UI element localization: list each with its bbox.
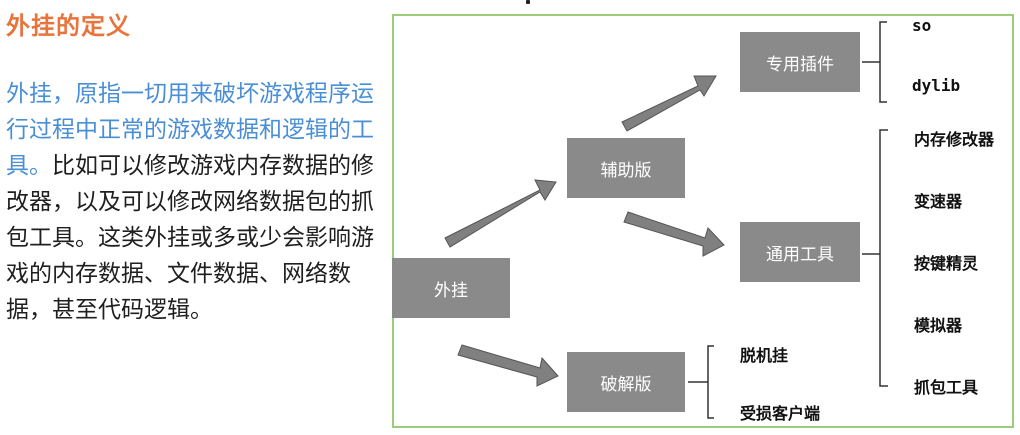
- leaf-dylib: dylib: [912, 76, 961, 95]
- definition-highlight: 外挂，原指一切用来破坏游戏程序运行过程中正常的游戏数据和逻辑的工具。: [6, 81, 374, 179]
- leaf-speed-changer: 变速器: [914, 192, 963, 211]
- arrow-assist-to-special: [621, 75, 717, 132]
- node-special-plugin: 专用插件: [740, 32, 860, 92]
- leaf-emulator: 模拟器: [914, 316, 963, 335]
- node-root: 外挂: [392, 258, 510, 318]
- leaf-packet-capture: 抓包工具: [914, 378, 979, 397]
- bracket-general: [879, 129, 888, 387]
- bracket-special: [879, 21, 887, 103]
- node-crack: 破解版: [567, 352, 685, 412]
- page-title: 外挂的定义: [6, 12, 131, 40]
- node-assist: 辅助版: [567, 138, 685, 198]
- arrow-root-to-assist: [444, 179, 557, 248]
- definition-rest: 比如可以修改游戏内存数据的修改器，以及可以修改网络数据包的抓包工具。这类外挂或多…: [6, 153, 374, 323]
- definition-text: 外挂，原指一切用来破坏游戏程序运行过程中正常的游戏数据和逻辑的工具。比如可以修改…: [6, 76, 376, 328]
- leaf-offline-cheat: 脱机挂: [740, 346, 789, 365]
- node-general-tool: 通用工具: [740, 222, 860, 282]
- arrow-assist-to-general: [623, 211, 725, 257]
- bracket-crack: [707, 345, 714, 419]
- leaf-macro-tool: 按键精灵: [914, 254, 979, 273]
- leaf-memory-editor: 内存修改器: [914, 130, 995, 149]
- leaf-so: so: [912, 16, 932, 35]
- leaf-damaged-client: 受损客户端: [740, 404, 821, 423]
- cursor-mark: [526, 0, 530, 4]
- arrow-root-to-crack: [457, 344, 559, 387]
